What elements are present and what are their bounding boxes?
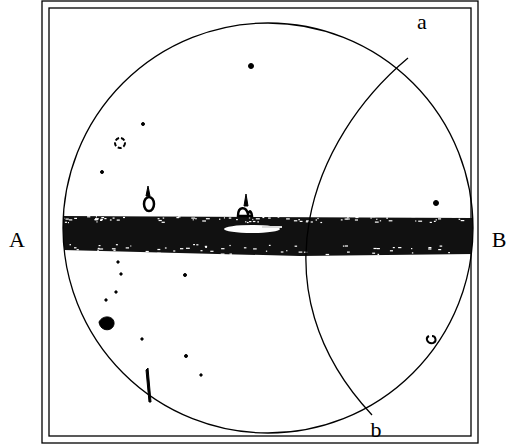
side-label: B <box>492 229 507 251</box>
specks <box>99 64 439 403</box>
arc-end-label: b <box>371 419 382 441</box>
arc-line <box>306 58 408 415</box>
field-circle <box>63 23 473 433</box>
side-label: A <box>9 229 25 251</box>
dark-band <box>60 216 480 256</box>
arc-end-label: a <box>417 11 427 33</box>
